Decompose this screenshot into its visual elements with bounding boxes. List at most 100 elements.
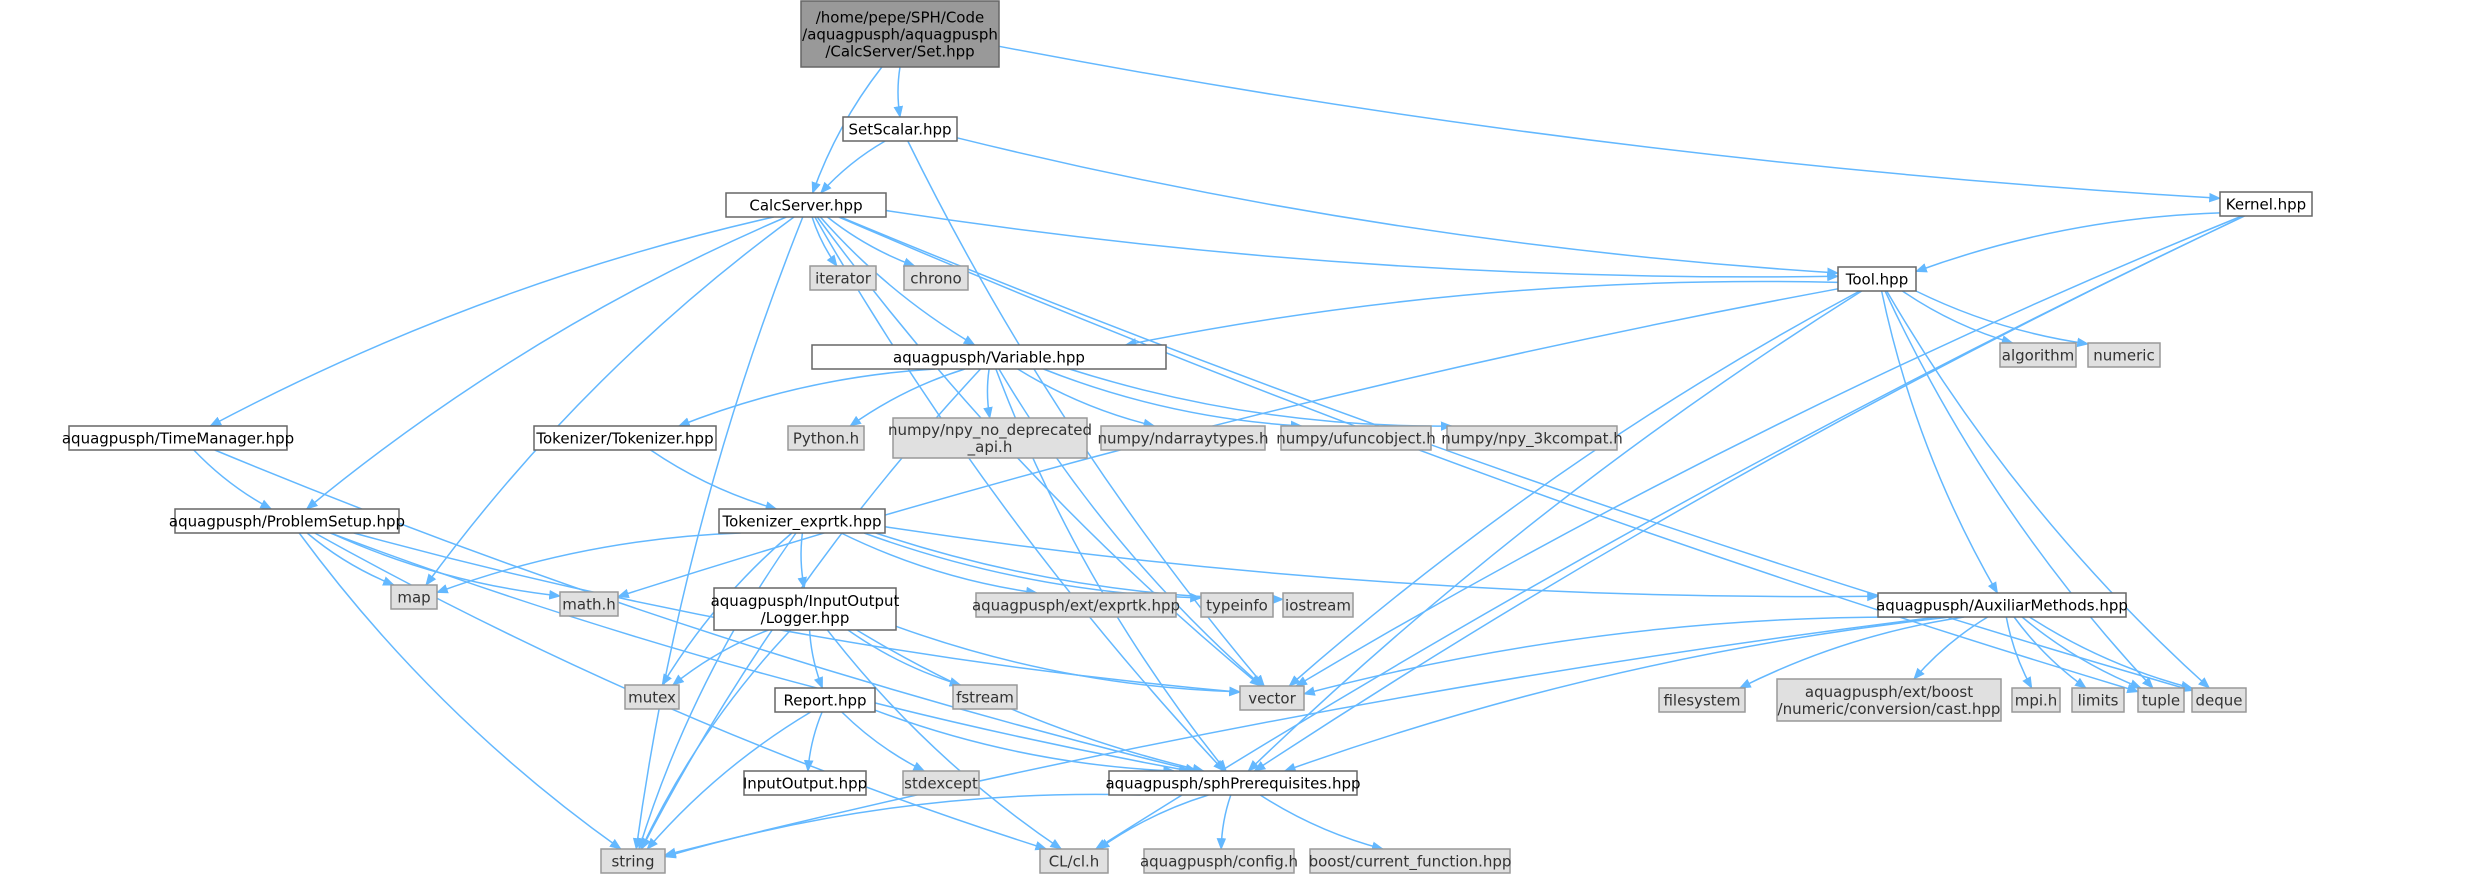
node-stdexcept-label: stdexcept bbox=[904, 775, 978, 793]
edge-setscalar-to-tool bbox=[956, 137, 1840, 278]
node-exprtk[interactable]: Tokenizer_exprtk.hpp bbox=[718, 508, 886, 534]
node-auxiliar[interactable]: aquagpusph/AuxiliarMethods.hpp bbox=[1876, 592, 2128, 618]
node-iostream-box bbox=[1282, 592, 1354, 618]
node-iostream-label: iostream bbox=[1285, 597, 1351, 615]
node-report-label: Report.hpp bbox=[783, 692, 866, 710]
node-map: map bbox=[390, 584, 438, 610]
edge-setscalar-to-calcserver bbox=[819, 140, 886, 194]
node-set-label: /home/pepe/SPH/Code bbox=[816, 9, 985, 27]
node-kernel-label: Kernel.hpp bbox=[2226, 196, 2306, 214]
node-tool-box bbox=[1837, 266, 1917, 292]
node-mpih-box bbox=[2011, 687, 2061, 713]
node-clh-label: CL/cl.h bbox=[1049, 853, 1100, 871]
edge-auxiliar-to-tuple bbox=[2021, 616, 2143, 689]
node-boostcast-box bbox=[1776, 678, 2002, 722]
edge-set-to-setscalar bbox=[893, 66, 904, 119]
node-boostfunc-label: boost/current_function.hpp bbox=[1309, 853, 1512, 872]
node-stdexcept-box bbox=[902, 770, 980, 796]
edge-calcserver-to-tool bbox=[885, 209, 1840, 282]
node-vector: vector bbox=[1239, 685, 1305, 711]
edge-tool-to-numeric bbox=[1915, 290, 2090, 348]
node-kernel[interactable]: Kernel.hpp bbox=[2219, 191, 2313, 217]
node-npydep-label: _api.h bbox=[967, 438, 1013, 457]
node-mpih: mpi.h bbox=[2011, 687, 2061, 713]
node-variable[interactable]: aquagpusph/Variable.hpp bbox=[811, 344, 1167, 370]
node-calcserver[interactable]: CalcServer.hpp bbox=[725, 192, 887, 218]
node-vector-box bbox=[1239, 685, 1305, 711]
edge-tokenizer-to-exprtk bbox=[650, 449, 778, 511]
edge-kernel-to-vector bbox=[1295, 215, 2243, 687]
node-npydep-box bbox=[892, 417, 1088, 459]
node-tool[interactable]: Tool.hpp bbox=[1837, 266, 1917, 292]
node-setscalar[interactable]: SetScalar.hpp bbox=[842, 116, 958, 142]
node-chrono-box bbox=[903, 265, 969, 291]
node-calcserver-box bbox=[725, 192, 887, 218]
node-timemanager[interactable]: aquagpusph/TimeManager.hpp bbox=[62, 425, 294, 451]
node-inputoutput-box bbox=[743, 770, 867, 796]
node-iterator: iterator bbox=[809, 265, 877, 291]
node-iterator-box bbox=[809, 265, 877, 291]
edge-report-to-sphprereq bbox=[874, 709, 1176, 776]
node-npy3k: numpy/npy_3kcompat.h bbox=[1441, 425, 1623, 451]
node-ufunc-label: numpy/ufuncobject.h bbox=[1276, 430, 1436, 448]
node-typeinfo-label: typeinfo bbox=[1206, 597, 1268, 615]
edge-problemsetup-to-map bbox=[306, 532, 396, 586]
edge-auxiliar-to-deque bbox=[2028, 616, 2194, 691]
edge-variable-to-vector bbox=[998, 368, 1263, 687]
edge-exprtk-to-iostream bbox=[875, 532, 1285, 605]
node-problemsetup-label: aquagpusph/ProblemSetup.hpp bbox=[169, 513, 405, 531]
node-report[interactable]: Report.hpp bbox=[774, 687, 876, 713]
edge-auxiliar-to-sphprereq bbox=[1283, 616, 1951, 772]
node-config: aquagpusph/config.h bbox=[1140, 848, 1298, 874]
node-problemsetup[interactable]: aquagpusph/ProblemSetup.hpp bbox=[169, 508, 405, 534]
edge-tool-to-vector bbox=[1288, 290, 1861, 687]
node-logger-box bbox=[713, 587, 897, 631]
node-tuple-label: tuple bbox=[2142, 692, 2180, 710]
node-ndarray-label: numpy/ndarraytypes.h bbox=[1097, 430, 1268, 448]
node-pythonh-box bbox=[787, 425, 865, 451]
node-ufunc: numpy/ufuncobject.h bbox=[1276, 425, 1436, 451]
node-fstream-box bbox=[952, 684, 1018, 710]
edge-layer bbox=[193, 45, 2245, 859]
node-tuple-box bbox=[2137, 687, 2185, 713]
edge-timemanager-to-problemsetup bbox=[193, 449, 273, 510]
node-set-label: /CalcServer/Set.hpp bbox=[825, 43, 974, 61]
node-mutex: mutex bbox=[624, 684, 680, 710]
node-pythonh-label: Python.h bbox=[793, 430, 859, 448]
node-mutex-label: mutex bbox=[628, 689, 676, 707]
node-chrono: chrono bbox=[903, 265, 969, 291]
node-sphprereq[interactable]: aquagpusph/sphPrerequisites.hpp bbox=[1105, 770, 1361, 796]
node-tool-label: Tool.hpp bbox=[1845, 271, 1908, 289]
node-mpih-label: mpi.h bbox=[2015, 692, 2058, 710]
node-set: /home/pepe/SPH/Code/aquagpusph/aquagpusp… bbox=[800, 0, 1000, 68]
node-npy3k-box bbox=[1446, 425, 1618, 451]
edge-sphprereq-to-config bbox=[1216, 794, 1232, 851]
edge-calcserver-to-sphprereq bbox=[814, 216, 1225, 772]
node-clh: CL/cl.h bbox=[1039, 848, 1109, 874]
edge-exprtk-to-extexprtk bbox=[840, 532, 1039, 597]
node-inputoutput[interactable]: InputOutput.hpp bbox=[743, 770, 867, 796]
node-tokenizer[interactable]: Tokenizer/Tokenizer.hpp bbox=[533, 425, 717, 451]
edge-problemsetup-to-vector bbox=[353, 532, 1242, 697]
edge-exprtk-to-auxiliar bbox=[884, 526, 1880, 602]
edge-report-to-string bbox=[646, 711, 812, 850]
node-config-box bbox=[1143, 848, 1295, 874]
node-report-box bbox=[774, 687, 876, 713]
node-limits-box bbox=[2071, 687, 2125, 713]
node-string-box bbox=[600, 848, 666, 874]
node-logger[interactable]: aquagpusph/InputOutput/Logger.hpp bbox=[711, 587, 900, 631]
node-numeric-label: numeric bbox=[2093, 347, 2154, 365]
node-numeric-box bbox=[2087, 342, 2161, 368]
node-fstream-label: fstream bbox=[956, 689, 1014, 707]
edge-tool-to-deque bbox=[1886, 290, 2211, 689]
edge-tool-to-tuple bbox=[1884, 290, 2154, 689]
node-clh-box bbox=[1039, 848, 1109, 874]
edge-auxiliar-to-mpih bbox=[2005, 616, 2033, 690]
edge-auxiliar-to-limits bbox=[2013, 616, 2087, 689]
node-filesystem: filesystem bbox=[1658, 687, 1746, 713]
node-ufunc-box bbox=[1280, 425, 1432, 451]
node-setscalar-box bbox=[842, 116, 958, 142]
node-ndarray: numpy/ndarraytypes.h bbox=[1097, 425, 1269, 451]
node-inputoutput-label: InputOutput.hpp bbox=[743, 775, 867, 793]
